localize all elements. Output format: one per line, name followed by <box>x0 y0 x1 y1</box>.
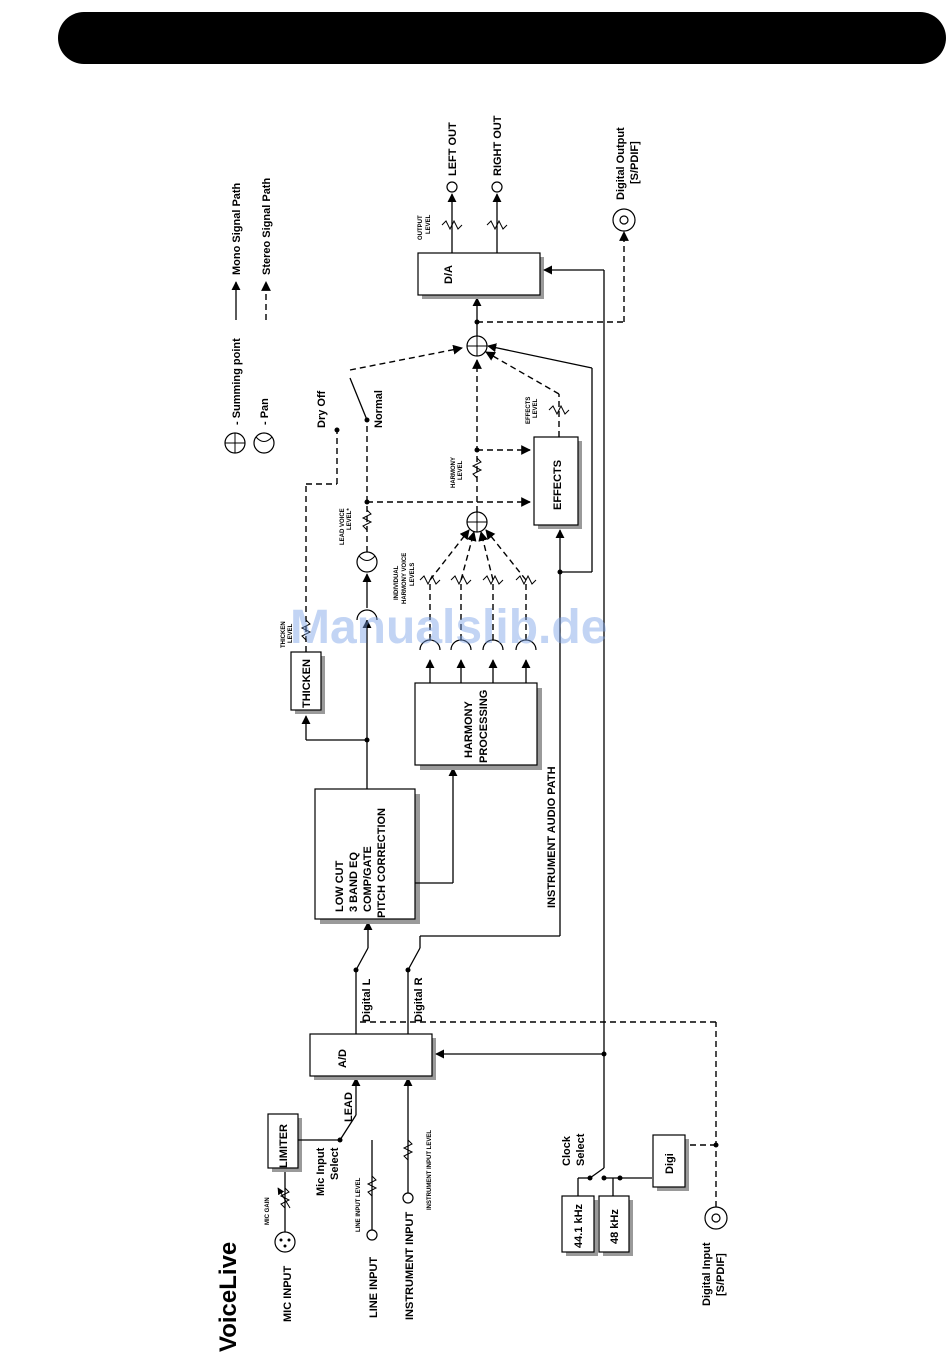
legend-mono: Mono Signal Path <box>231 182 243 275</box>
ad-converter-block <box>309 1033 433 1077</box>
mic-select-label-2: Select <box>329 1147 341 1180</box>
proc-line-4: PITCH CORRECTION <box>376 808 388 918</box>
instrument-level-resistor-icon <box>402 1139 414 1161</box>
pan-icon <box>253 432 275 454</box>
effects-level-1: EFFECTS <box>526 397 532 424</box>
harmony-label-2: PROCESSING <box>478 690 490 763</box>
digital-output-label-1: Digital Output <box>615 127 627 200</box>
harmony-processing-block <box>414 682 538 766</box>
mic-gain-resistor-icon <box>279 1187 291 1209</box>
thicken-level-2: LEVEL <box>288 623 294 643</box>
effects-level-2: LEVEL <box>533 398 539 418</box>
indiv-level-2: HARMONY VOICE <box>402 553 408 604</box>
lead-voice-level-1: LEAD VOICE <box>340 508 346 545</box>
effects-block <box>533 436 579 526</box>
lead-label: LEAD <box>343 1092 355 1122</box>
clock-48k-block <box>598 1195 630 1253</box>
legend-pan: - Pan <box>259 398 271 425</box>
dry-off-label: Dry Off <box>316 390 328 428</box>
proc-line-1: LOW CUT <box>334 860 346 912</box>
proc-line-2: 3 BAND EQ <box>348 852 360 912</box>
digital-output-label-2: [S/PDIF] <box>629 141 641 184</box>
output-level-2: LEVEL <box>426 214 432 234</box>
da-label: D/A <box>443 265 455 284</box>
voicelive-logo: VoiceLive <box>215 1242 242 1352</box>
digi-block <box>652 1134 686 1188</box>
legend: - Summing point - Pan Mono Signal Path S… <box>224 178 275 454</box>
right-out-label: RIGHT OUT <box>492 115 504 176</box>
indiv-level-3: LEVELS <box>410 563 416 586</box>
harmony-level-2: LEVEL <box>458 460 464 480</box>
instrument-input-label: INSTRUMENT INPUT <box>404 1212 416 1320</box>
instrument-level-label: INSTRUMENT INPUT LEVEL <box>427 1130 433 1210</box>
harmony-level-1: HARMONY <box>451 457 457 488</box>
lead-pan-knob-icon <box>356 551 378 573</box>
limiter-block <box>267 1113 299 1169</box>
left-out-label: LEFT OUT <box>447 122 459 176</box>
ad-label: A/D <box>337 1049 349 1068</box>
header-bar <box>58 12 946 64</box>
digital-l-label: Digital L <box>361 978 373 1022</box>
line-input-label: LINE INPUT <box>368 1257 380 1318</box>
left-out-jack-icon <box>446 181 458 193</box>
output-level-1: OUTPUT <box>418 215 424 240</box>
clock-label-1: Clock <box>561 1135 573 1166</box>
digital-input-label-2: [S/PDIF] <box>715 1253 727 1296</box>
legend-stereo: Stereo Signal Path <box>261 178 273 275</box>
digital-r-label: Digital R <box>413 977 425 1022</box>
instrument-path-label: INSTRUMENT AUDIO PATH <box>546 766 558 908</box>
lead-voice-level-2: LEVEL* <box>347 508 353 530</box>
right-out-jack-icon <box>491 181 503 193</box>
inputs: MIC INPUT MIC GAIN LINE INPUT LINE INPUT… <box>265 1077 433 1323</box>
digi-label: Digi <box>664 1153 676 1174</box>
indiv-level-1: INDIVIDUAL <box>394 565 400 600</box>
line-level-label: LINE INPUT LEVEL <box>356 1177 362 1232</box>
clock-48k-label: 48 kHz <box>609 1209 621 1244</box>
thicken-label: THICKEN <box>301 659 313 708</box>
effects-label: EFFECTS <box>552 460 564 510</box>
line-level-resistor-icon <box>366 1175 378 1197</box>
thicken-block <box>290 651 322 711</box>
xlr-connector-icon <box>274 1231 296 1253</box>
clock-label-2: Select <box>575 1133 587 1166</box>
da-converter-block <box>417 252 541 296</box>
legend-summing: - Summing point <box>231 338 243 425</box>
instrument-jack-icon <box>402 1192 414 1204</box>
thicken-level-1: THICKEN <box>281 621 287 648</box>
harmony-voice-paths <box>419 529 537 683</box>
digital-input-label-1: Digital Input <box>701 1242 713 1306</box>
proc-line-3: COMP/GATE <box>362 846 374 912</box>
mic-gain-label: MIC GAIN <box>265 1197 271 1225</box>
normal-label: Normal <box>373 390 385 428</box>
limiter-label: LIMITER <box>278 1124 290 1168</box>
mic-input-label: MIC INPUT <box>282 1266 294 1323</box>
processing-block <box>314 788 416 920</box>
clock-44k-label: 44.1 kHz <box>573 1203 585 1248</box>
mic-select-label-1: Mic Input <box>315 1147 327 1196</box>
watermark: Manualslib.de <box>290 601 608 654</box>
clock-44k-block <box>561 1195 595 1253</box>
harmony-label-1: HARMONY <box>463 701 475 758</box>
lead-pan-icon <box>356 609 378 621</box>
line-jack-icon <box>366 1229 378 1241</box>
